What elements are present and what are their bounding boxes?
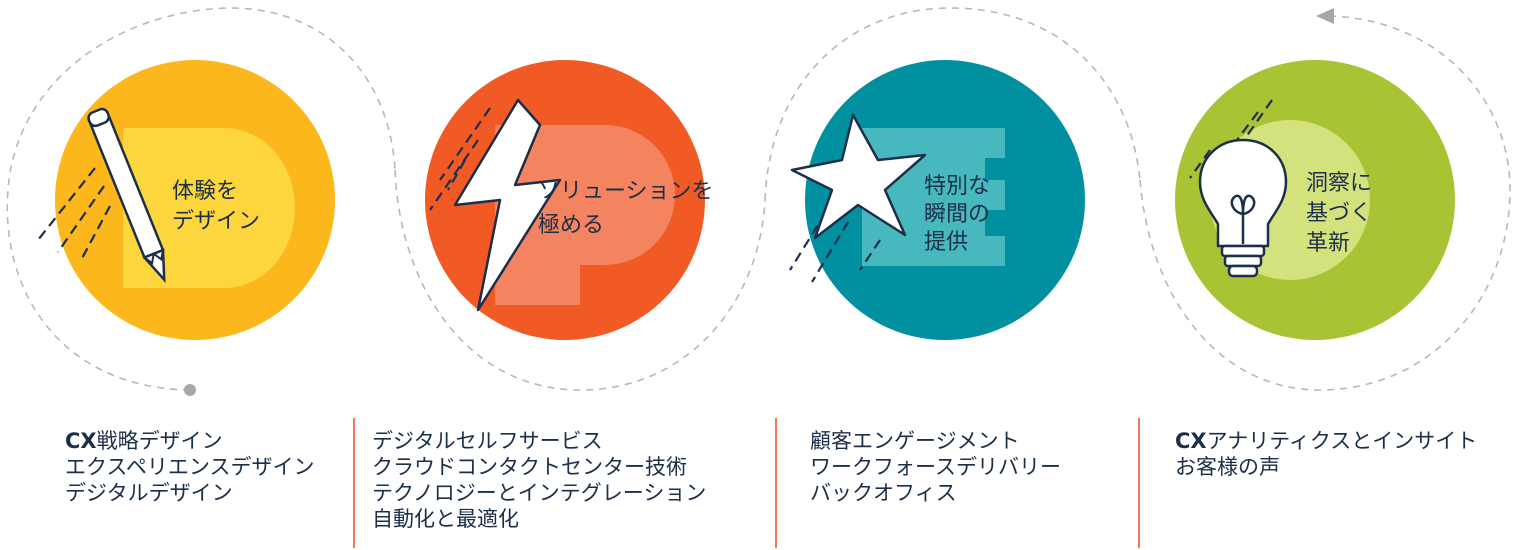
service-item: 顧客エンゲージメント [810, 429, 1020, 453]
stage-label-line: 基づく [1306, 201, 1372, 226]
stage-label-line: 革新 [1306, 231, 1350, 256]
lightning-icon [453, 98, 562, 312]
dashed-flow-path [6, 7, 1511, 391]
service-item: エクスペリエンスデザイン [65, 455, 315, 479]
decorative-d-shape [123, 128, 295, 288]
arrow-head-icon [1316, 8, 1334, 24]
speed-lines [37, 167, 111, 263]
stage-label-line: 提供 [924, 230, 968, 255]
service-item: CXアナリティクスとインサイト [1175, 428, 1477, 454]
column-divider [1138, 418, 1140, 548]
stage-label-line: 体験を [172, 179, 238, 204]
cx-prefix: CX [65, 429, 97, 453]
column-divider [775, 418, 777, 548]
service-item: デジタルデザイン [65, 481, 233, 505]
service-column-design: CX戦略デザイン エクスペリエンスデザイン デジタルデザイン [65, 428, 314, 506]
service-text: 戦略デザイン [96, 429, 223, 453]
stage-deliver-moments: 特別な 瞬間の 提供 [789, 60, 1085, 340]
service-item: CX戦略デザイン [65, 428, 314, 454]
stage-label-line: ソリューションを [538, 179, 714, 204]
pencil-icon [87, 107, 166, 284]
stage-label: 洞察に 基づく 革新 [1306, 171, 1379, 256]
stage-label-line: 瞬間の [924, 202, 990, 227]
start-dot [184, 384, 196, 396]
stage-label-line: 特別な [924, 174, 990, 199]
service-item: バックオフィス [810, 481, 957, 505]
cx-process-diagram: 体験を デザイン ソリューションを 極める 特別な 瞬間の 提供 [6, 7, 1511, 396]
service-column-solutions: デジタルセルフサービス クラウドコンタクトセンター技術 テクノロジーとインテグレ… [372, 428, 706, 532]
stage-label: 特別な 瞬間の 提供 [924, 174, 997, 255]
stage-label-line: デザイン [172, 209, 260, 234]
cx-prefix: CX [1175, 429, 1207, 453]
star-icon [790, 113, 927, 240]
lightbulb-icon [1198, 138, 1288, 278]
stage-insight-innovation: 洞察に 基づく 革新 [1175, 60, 1455, 340]
stage-master-solutions: ソリューションを 極める [425, 60, 721, 340]
service-item: 自動化と最適化 [372, 507, 519, 531]
stage-label-line: 極める [538, 213, 604, 238]
decorative-p-shape [495, 125, 675, 305]
service-item: デジタルセルフサービス [372, 429, 603, 453]
stage-label-line: 洞察に [1306, 171, 1372, 196]
service-item: テクノロジーとインテグレーション [372, 481, 707, 505]
service-text: アナリティクスとインサイト [1206, 429, 1478, 453]
stage-design-experience: 体験を デザイン [37, 60, 335, 340]
stage-label: 体験を デザイン [172, 179, 260, 234]
service-item: ワークフォースデリバリー [810, 455, 1061, 479]
column-divider [353, 418, 355, 548]
service-column-delivery: 顧客エンゲージメント ワークフォースデリバリー バックオフィス [810, 428, 1061, 506]
speed-lines [429, 107, 491, 211]
service-item: お客様の声 [1175, 455, 1280, 479]
stage-label: ソリューションを 極める [538, 179, 721, 238]
speed-lines [789, 211, 881, 283]
service-item: クラウドコンタクトセンター技術 [372, 455, 687, 479]
service-column-insights: CXアナリティクスとインサイト お客様の声 [1175, 428, 1477, 480]
